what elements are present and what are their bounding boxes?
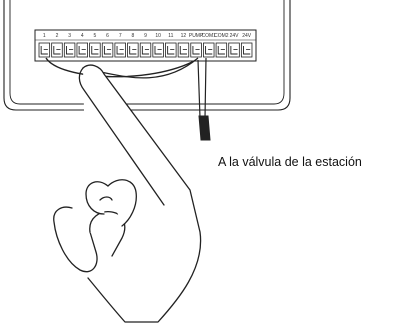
terminal-block <box>240 42 253 58</box>
terminal-label: 5 <box>94 33 97 39</box>
terminal-block <box>139 42 152 58</box>
terminal-label: COM1 <box>202 33 217 39</box>
common-wire <box>197 57 207 119</box>
terminal-label: 6 <box>106 33 109 39</box>
terminal-label: 24V <box>230 33 240 39</box>
terminal-label: 7 <box>119 33 122 39</box>
terminal-block <box>38 42 51 58</box>
curled-finger-1 <box>53 206 98 273</box>
terminal-label: COM2 <box>214 33 229 39</box>
terminal-label: 9 <box>144 33 147 39</box>
terminal-block <box>101 42 114 58</box>
terminal-label: 4 <box>81 33 84 39</box>
terminal-label: 8 <box>131 33 134 39</box>
hand-illustration <box>53 64 202 323</box>
index-finger-inner <box>78 67 165 206</box>
wire-cable <box>198 115 211 141</box>
terminal-block <box>51 42 63 58</box>
terminal-block <box>63 42 76 58</box>
terminal-label: 2 <box>56 33 59 39</box>
terminal-block <box>203 42 215 58</box>
finger-crease <box>99 196 113 201</box>
curled-finger-3 <box>85 181 109 215</box>
terminal-block <box>127 42 139 58</box>
terminal-block <box>215 42 228 58</box>
terminal-label: PUMP <box>189 33 204 39</box>
index-finger <box>82 64 202 323</box>
terminal-block <box>228 42 240 58</box>
thumb <box>107 179 137 227</box>
station-wire-1 <box>45 57 197 78</box>
terminal-block <box>76 42 88 58</box>
terminal-label: 10 <box>155 33 161 39</box>
controller-housing <box>3 0 291 111</box>
terminal-label: 11 <box>168 33 173 39</box>
curled-finger-2 <box>89 211 126 257</box>
terminal-block <box>89 42 101 58</box>
terminal-block <box>114 42 126 58</box>
valve-callout-label: A la válvula de la estación <box>218 155 362 169</box>
terminal-label: 24V <box>242 33 252 39</box>
terminal-block <box>177 42 190 58</box>
controller-inner-edge <box>9 0 285 105</box>
terminal-label: 1 <box>43 33 46 39</box>
terminal-block <box>165 42 177 58</box>
terminal-block <box>190 42 202 58</box>
terminal-label: 3 <box>68 33 71 39</box>
terminal-label: 12 <box>181 33 187 39</box>
terminal-block <box>152 42 164 58</box>
terminal-blocks <box>38 42 253 58</box>
